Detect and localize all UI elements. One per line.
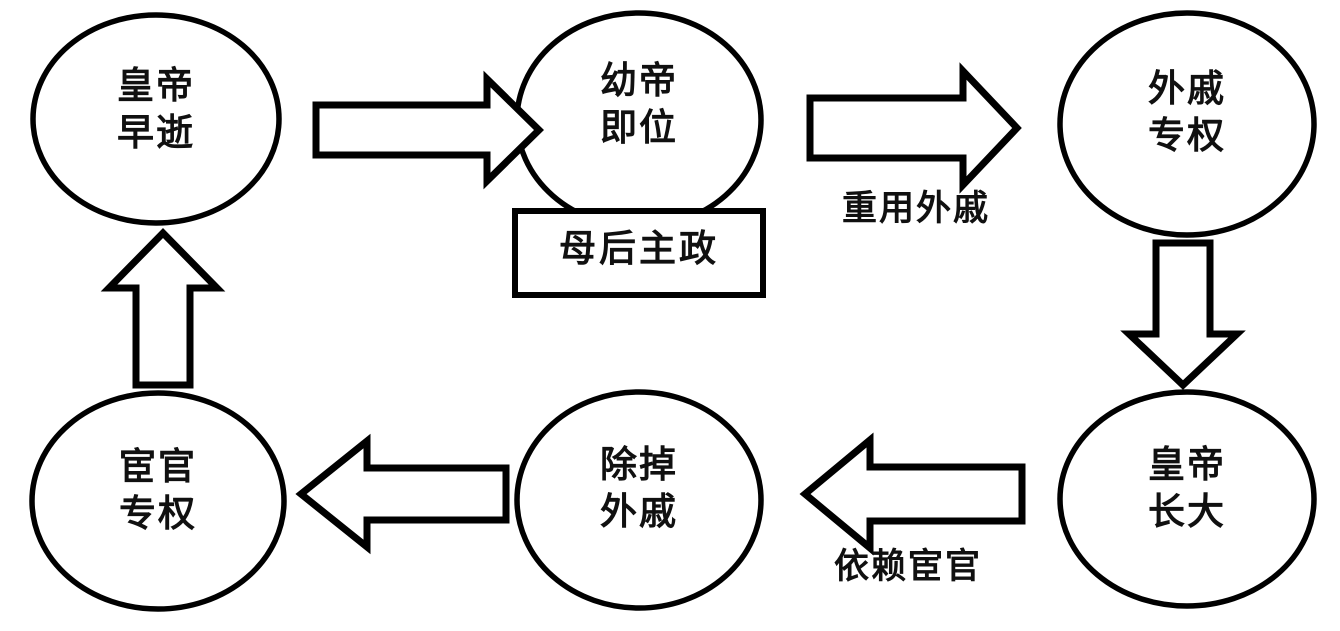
node-remove-consort-kin[interactable] [514,389,764,611]
arrow-left-icon-grown-to-remove [799,432,1026,556]
arrow-up-icon-eunuchs-to-dies [100,228,226,389]
edge-label-rely-on-eunuchs: 依赖宦官 [833,547,982,587]
node-label-empress-dowager-rules: 母后主政 [559,227,719,270]
arrow-right-icon-dies-to-enthroned [312,70,544,190]
node-consort-kin-monopolize[interactable] [1057,10,1317,238]
node-emperor-dies-early[interactable] [30,12,282,226]
edge-label-promote-consort-kin: 重用外戚 [841,189,990,229]
node-eunuchs-monopolize[interactable] [29,390,287,612]
arrow-left-icon-remove-to-eunuchs [295,433,510,555]
node-emperor-grows-up[interactable] [1057,389,1317,609]
node-empress-dowager-rules[interactable] [512,208,766,298]
arrow-right-icon-enthroned-to-consort [806,62,1022,194]
node-young-emperor-enthroned[interactable] [514,10,764,230]
arrow-down-icon-consort-to-grown [1120,239,1246,390]
